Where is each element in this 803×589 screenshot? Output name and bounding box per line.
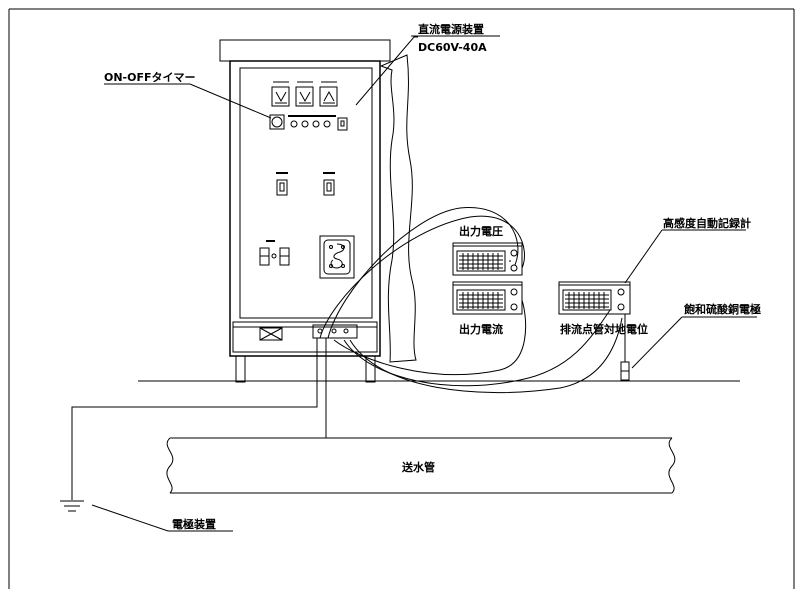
label-pipe-potential: 排流点管対地電位: [560, 322, 648, 336]
ground-symbol: [60, 500, 84, 512]
recorder-meter: [558, 281, 631, 315]
meter-voltmeter-1: [271, 81, 290, 107]
water-pipe: [166, 437, 676, 494]
terminal-block: [312, 324, 358, 339]
fuse-box: [259, 327, 283, 341]
copper-sulfate-electrode: [620, 314, 630, 381]
output-voltage-meter: [452, 242, 523, 276]
power-supply-cabinet: [219, 39, 391, 383]
indicator-lamps: [288, 115, 348, 131]
timer-dial: [269, 114, 285, 130]
meter-voltmeter-2: [295, 81, 314, 107]
selector-switch: [259, 240, 290, 266]
leader-lines: [91, 35, 757, 532]
meter-ammeter: [319, 81, 338, 107]
ground-wire: [71, 338, 318, 500]
label-power-spec: DC60V-40A: [418, 41, 487, 54]
label-timer: ON-OFFタイマー: [104, 71, 196, 84]
label-water-pipe: 送水管: [401, 460, 435, 474]
label-reference-electrode: 飽和硫酸銅電極: [683, 302, 761, 316]
cabinet-door: [379, 54, 417, 363]
outlet-unit: [319, 235, 355, 279]
label-power-unit: 直流電源装置: [418, 22, 484, 36]
cables: [319, 207, 623, 394]
label-electrode-device: 電極装置: [172, 517, 216, 531]
drawing-frame: [8, 8, 795, 589]
breaker-left: [276, 172, 288, 196]
label-output-voltage: 出力電圧: [459, 224, 503, 238]
label-output-current: 出力電流: [459, 322, 503, 336]
output-current-meter: [452, 281, 523, 315]
label-recorder: 高感度自動記録計: [663, 216, 751, 230]
breaker-right: [323, 172, 335, 196]
